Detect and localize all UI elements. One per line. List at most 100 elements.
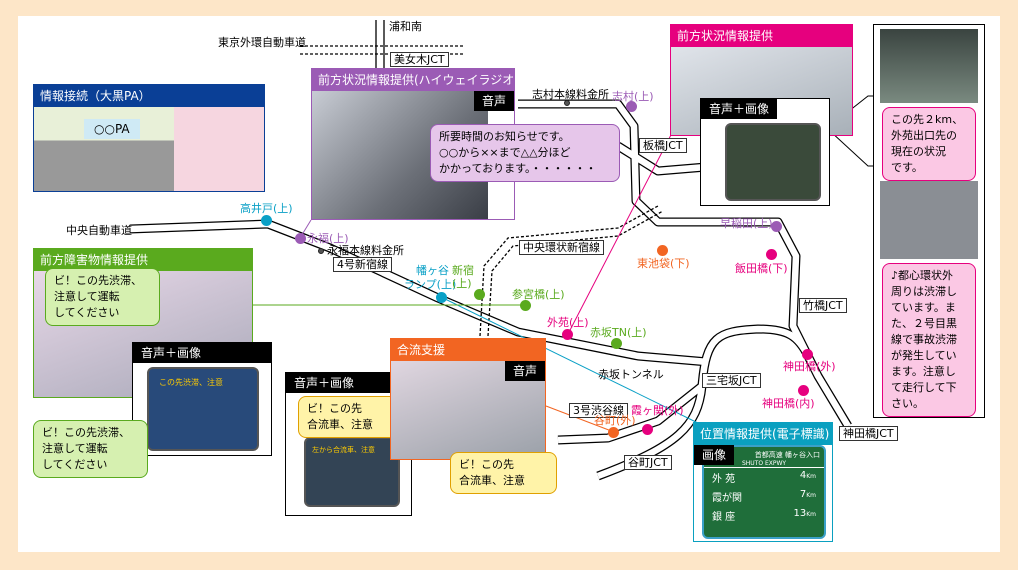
urawa-label: 浦和南 [389, 20, 422, 33]
kandabashi-in-marker [798, 385, 809, 396]
shimura-toll-label: 志村本線料金所 [532, 88, 609, 101]
kandabashi-out-label: 神田橋(外) [783, 360, 836, 373]
obstacle-av-box: 音声＋画像 この先渋滞、注意 [132, 342, 272, 456]
gaien-marker [562, 329, 573, 340]
pa-sign: ○○PA [84, 119, 140, 139]
shibuya3-line: 3号渋谷線 [569, 403, 628, 418]
sanguubashi-label: 参宮橋(上) [512, 288, 565, 301]
akasaka-tn-label: 赤坂TN(上) [590, 326, 647, 339]
bubble-line: た、２号目黒 [891, 317, 957, 330]
bubble-line: ます。注意し [891, 365, 956, 378]
higashiikebukuro-marker [657, 245, 668, 256]
bubble-line: です。 [891, 161, 923, 174]
bubble-line: 現在の状況 [891, 145, 946, 158]
merge-support-panel: 合流支援 音声 [390, 338, 546, 460]
audio-image-tag: 音声＋画像 [133, 343, 271, 363]
bubble-line: 外苑出口先の [891, 129, 957, 142]
tanimachi-marker [608, 427, 619, 438]
merge-monitor: 左から合流車、注意 [304, 437, 400, 507]
route-map: 東京外環自動車道 浦和南 中央自動車道 美女木JCT 板橋JCT 4号新宿線 中… [18, 16, 1000, 552]
bubble-line: 周りは渋滞し [891, 285, 957, 298]
bubble-line: ビ！この先渋滞、 [54, 274, 142, 287]
tanimachi-jct: 谷町JCT [624, 455, 672, 470]
position-info-panel: 位置情報提供(電子標識) 首都高速 幡ヶ谷入口 SHUTO EXPWY 外 苑 4… [693, 422, 833, 542]
congestion-map-image [880, 181, 978, 259]
eifuku-toll-label: 永福本線料金所 [327, 244, 404, 257]
distance: 13 [793, 508, 807, 519]
iidabashi-label: 飯田橋(下) [735, 262, 788, 275]
waseda-label: 早稲田(上) [720, 217, 773, 230]
bubble-line: が発生してい [891, 349, 957, 362]
takebashi-jct: 竹橋JCT [799, 298, 847, 313]
info-connect-panel: 情報接続（大黒PA） ○○PA [33, 84, 265, 192]
bubble-line: ○○から××まで△△分ほど [439, 146, 571, 159]
bubble-line: 線で事故渋滞 [891, 333, 957, 346]
monitor-camera-view [725, 123, 821, 201]
kandabashi-in-label: 神田橋(内) [762, 397, 815, 410]
bubble-line: ビ！この先 [307, 402, 362, 415]
audio-image-tag: 音声＋画像 [701, 99, 778, 119]
gaikan-label: 東京外環自動車道 [218, 36, 306, 49]
itabashi-jct: 板橋JCT [639, 138, 687, 153]
bubble-line: 注意して運転 [42, 442, 108, 455]
monitor-text: この先渋滞、注意 [159, 378, 223, 387]
shinjuku-marker [474, 289, 485, 300]
takaido-label: 高井戸(上) [240, 202, 293, 215]
merge-speech-bubble: ビ！この先 合流車、注意 [450, 452, 557, 494]
bubble-line: 所要時間のお知らせです。 [439, 130, 570, 143]
radio-speech-bubble: 所要時間のお知らせです。 ○○から××まで△△分ほど かかっております。・・・・… [430, 124, 620, 182]
bubble-line: て走行して下 [891, 381, 957, 394]
obstacle-info-title: 前方障害物情報提供 [34, 249, 252, 271]
right-info-column: この先２km、 外苑出口先の 現在の状況 です。 ♪都心環状外 周りは渋滞し て… [873, 24, 985, 418]
forward-status-title: 前方状況情報提供 [671, 25, 852, 47]
camera-photo [880, 29, 978, 103]
bubble-line: ビ！この先 [459, 458, 514, 471]
audio-tag: 音声 [504, 361, 545, 381]
bubble-line: この先２km、 [891, 113, 964, 126]
unit: Km [806, 492, 816, 499]
shimura-toll-marker [564, 100, 570, 106]
obstacle-speech-bubble-2: ビ！この先渋滞、 注意して運転 してください [33, 420, 148, 478]
bubble-line: 注意して運転 [54, 290, 120, 303]
kasumigaseki-label: 霞ヶ関(外) [631, 404, 684, 417]
unit: Km [806, 473, 816, 480]
highway-radio-title: 前方状況情報提供(ハイウェイラジオ [312, 69, 514, 91]
position-info-title: 位置情報提供(電子標識) [694, 423, 832, 445]
akasaka-tunnel-label: 赤坂トンネル [598, 368, 664, 381]
iidabashi-marker [766, 249, 777, 260]
distance: 4 [799, 470, 807, 481]
bubble-line: 合流車、注意 [459, 474, 525, 487]
obstacle-speech-bubble: ビ！この先渋滞、 注意して運転 してください [45, 268, 160, 326]
eifuku-toll-marker [318, 248, 324, 254]
monitor-text: 左から合流車、注意 [312, 446, 375, 454]
forward-status-av-box: 音声＋画像 [700, 98, 830, 206]
tanimachi-label: 谷町(外) [594, 414, 636, 427]
merge-support-title: 合流支援 [391, 339, 545, 361]
sanguubashi-marker [520, 300, 531, 311]
chuo-label: 中央自動車道 [66, 224, 132, 237]
shinjuku-label-2: (上) [452, 277, 472, 290]
bubble-line: してください [54, 306, 120, 319]
shinjuku-label-1: 新宿 [452, 264, 474, 277]
audio-image-tag: 音声＋画像 [286, 373, 411, 393]
eifuku-label: 永福(上) [307, 232, 349, 245]
sign-header: 首都高速 幡ヶ谷入口 [754, 451, 820, 459]
hatagaya-label-2: ランプ(上) [404, 278, 457, 291]
takaido-marker [261, 215, 272, 226]
bubble-line: ♪都心環状外 [891, 269, 954, 282]
bubble-line: 合流車、注意 [307, 418, 373, 431]
distance: 7 [799, 489, 807, 500]
akasaka-tn-marker [611, 338, 622, 349]
obstacle-monitor: この先渋滞、注意 [147, 367, 259, 451]
camera-speech-bubble: この先２km、 外苑出口先の 現在の状況 です。 [882, 107, 976, 181]
kandabashi-jct: 神田橋JCT [839, 426, 898, 441]
shimura-label: 志村(上) [612, 90, 654, 103]
destination: 外 苑 [712, 474, 736, 485]
c2-line: 中央環状新宿線 [519, 240, 604, 255]
image-tag: 画像 [694, 445, 735, 465]
sign-sub: SHUTO EXPWY [704, 460, 824, 468]
parking-area-illustration: ○○PA [34, 107, 174, 191]
bubble-line: ビ！この先渋滞、 [42, 426, 130, 439]
